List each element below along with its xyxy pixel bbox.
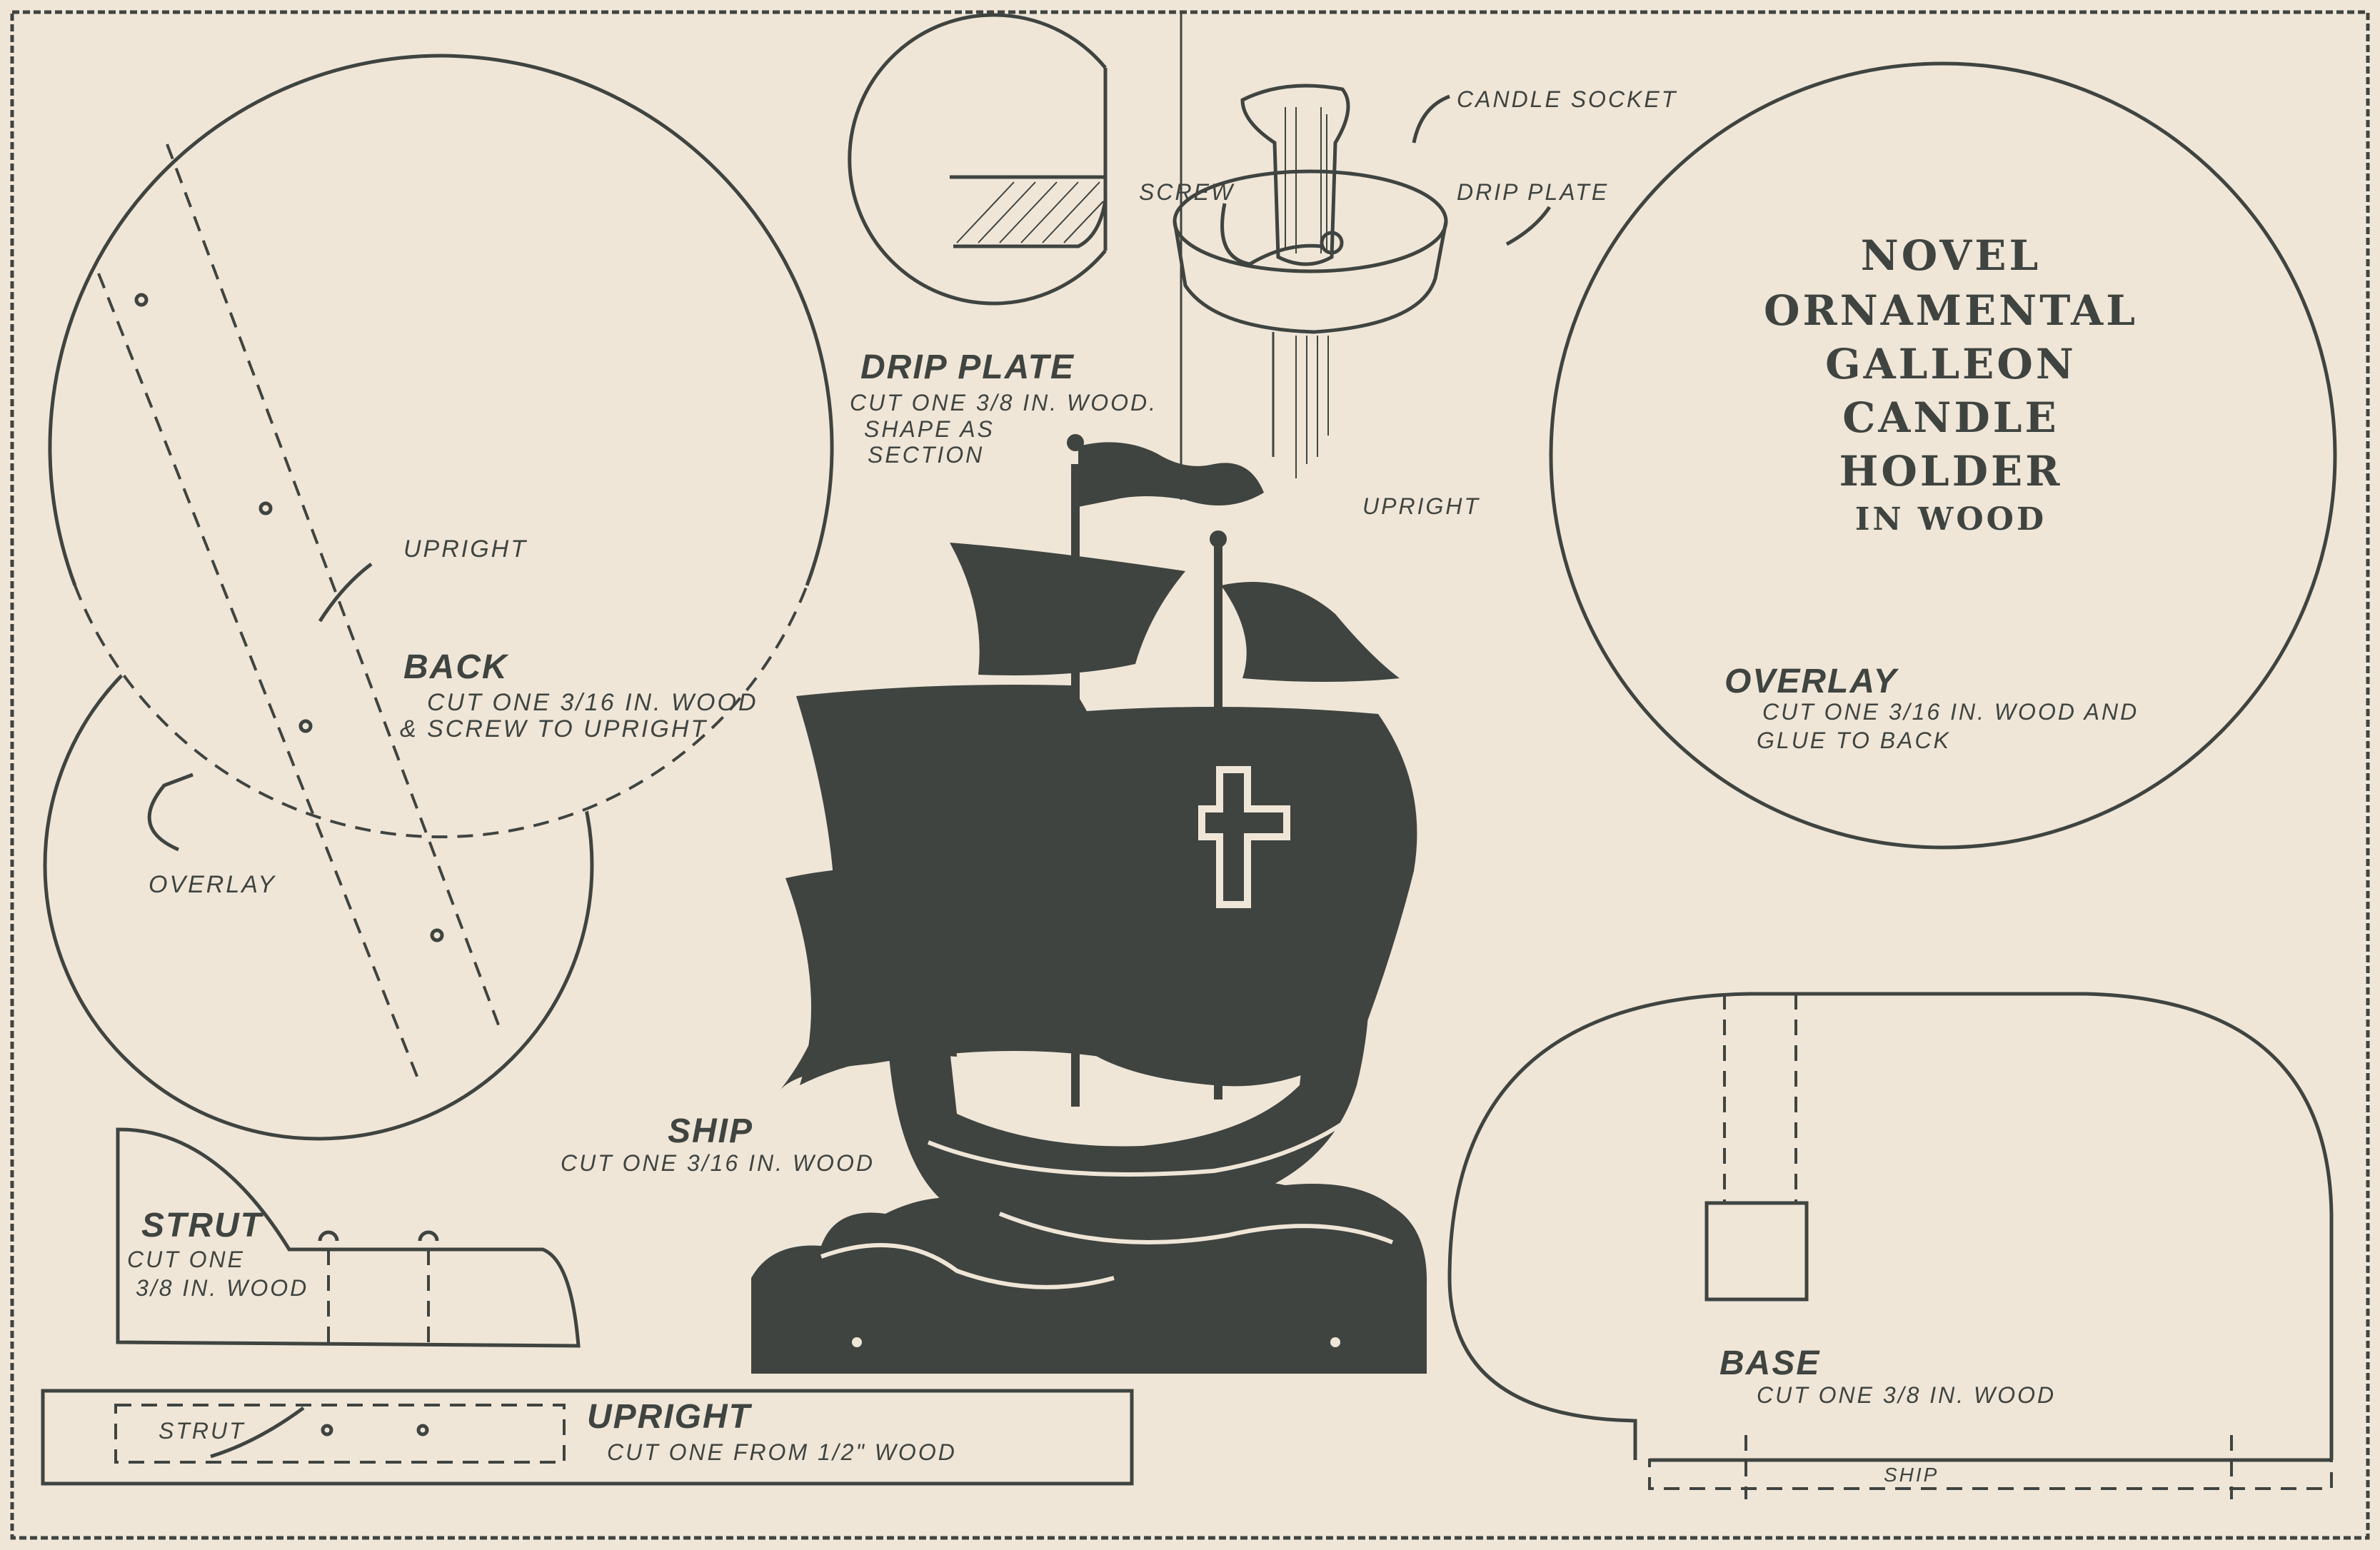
title-line-3: GALLEON	[1825, 340, 2077, 388]
upright-callout: UPRIGHT	[1362, 493, 1480, 519]
overlay-heading: OVERLAY	[1724, 663, 1899, 700]
strut-position-label: STRUT	[159, 1418, 246, 1444]
drip-plate-instructions-1: CUT ONE 3/8 IN. WOOD.	[850, 390, 1158, 416]
ship-wave-lines	[820, 1112, 1394, 1289]
drip-plate-instructions-2: SHAPE AS	[864, 416, 995, 442]
overlay-instructions-1: CUT ONE 3/16 IN. WOOD AND	[1762, 699, 2139, 725]
upright-label: UPRIGHT	[403, 535, 528, 563]
overlay-instructions-2: GLUE TO BACK	[1757, 728, 1951, 753]
title-line-4: CANDLE	[1842, 393, 2059, 442]
drip-plate-heading: DRIP PLATE	[860, 348, 1075, 386]
screw-label: SCREW	[1139, 179, 1235, 205]
candle-socket-label: CANDLE SOCKET	[1457, 86, 1677, 112]
base-instructions: CUT ONE 3/8 IN. WOOD	[1757, 1382, 2056, 1408]
drip-plate-callout: DRIP PLATE	[1457, 179, 1609, 205]
ship-heading: SHIP	[668, 1112, 753, 1150]
back-instructions-1: CUT ONE 3/16 IN. WOOD	[427, 689, 758, 716]
upright-guide-line	[97, 273, 419, 1079]
upright-instructions: CUT ONE FROM 1/2" WOOD	[607, 1439, 957, 1465]
title-line-6: IN WOOD	[1855, 501, 2047, 538]
ship-silhouette	[751, 434, 1427, 1374]
upright-guide-line	[166, 144, 503, 1033]
ship-cross	[1198, 766, 1290, 908]
upright-heading: UPRIGHT	[587, 1398, 753, 1436]
title-line-2: ORNAMENTAL	[1764, 286, 2138, 335]
base-piece	[1447, 992, 2334, 1499]
strut-heading: STRUT	[141, 1207, 264, 1244]
drip-plate-instructions-3: SECTION	[868, 442, 984, 468]
back-heading: BACK	[403, 648, 509, 686]
back-instructions-2: & SCREW TO UPRIGHT	[400, 715, 708, 743]
strut-instructions-1: CUT ONE	[127, 1247, 245, 1272]
base-ship-label: SHIP	[1884, 1464, 1939, 1486]
overlay-piece	[1549, 61, 2337, 850]
upright-piece	[41, 1389, 1134, 1486]
rope-border	[10, 10, 2370, 1540]
candle-socket-assembly	[1173, 84, 1552, 478]
base-heading: BASE	[1719, 1344, 1820, 1382]
ship-instructions: CUT ONE 3/16 IN. WOOD	[561, 1150, 875, 1176]
back-outline	[48, 54, 834, 586]
overlay-label-left: OVERLAY	[149, 871, 276, 898]
strut-instructions-2: 3/8 IN. WOOD	[136, 1275, 308, 1301]
strut-piece	[116, 1127, 581, 1348]
title-line-5: HOLDER	[1839, 447, 2063, 495]
drip-plate-section	[848, 13, 1108, 306]
back-piece	[43, 54, 834, 1141]
title-line-1: NOVEL	[1861, 231, 2042, 280]
